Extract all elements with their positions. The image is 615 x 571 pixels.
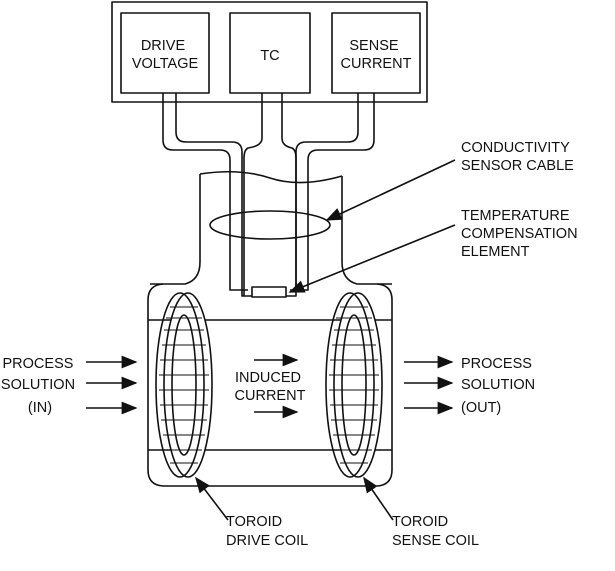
cable-current-loop bbox=[209, 210, 331, 240]
sensor-body bbox=[147, 283, 393, 487]
process-solution-in-label: PROCESS SOLUTION (IN) bbox=[1, 356, 79, 416]
tc-label: TC bbox=[260, 48, 279, 64]
temp-element-pointer bbox=[288, 224, 456, 293]
toroid-drive-coil bbox=[155, 292, 213, 478]
process-solution-out-label: PROCESS SOLUTION (OUT) bbox=[461, 356, 539, 416]
sensor-cable-sheath bbox=[150, 170, 392, 285]
toroid-sense-coil bbox=[325, 292, 383, 478]
drive-coil-pointer bbox=[195, 476, 229, 521]
toroid-drive-coil-label: TOROID DRIVE COIL bbox=[226, 514, 308, 549]
conductivity-sensor-cable-label: CONDUCTIVITY SENSOR CABLE bbox=[461, 140, 574, 174]
cable-pointer bbox=[325, 159, 456, 221]
drive-voltage-box bbox=[120, 12, 210, 94]
temperature-compensation-label: TEMPERATURE COMPENSATION ELEMENT bbox=[461, 208, 582, 260]
sense-current-box bbox=[331, 12, 421, 94]
induced-current-label: INDUCED CURRENT bbox=[235, 370, 306, 404]
sense-coil-pointer bbox=[363, 476, 394, 521]
instrument-housing bbox=[111, 1, 428, 103]
temperature-compensation-element bbox=[251, 286, 287, 298]
drive-voltage-label: DRIVE VOLTAGE bbox=[132, 38, 199, 72]
toroid-sense-coil-label: TOROID SENSE COIL bbox=[392, 514, 479, 549]
tc-box bbox=[229, 12, 311, 94]
sense-current-label: SENSE CURRENT bbox=[341, 38, 412, 72]
sensor-cable-wires bbox=[162, 93, 375, 297]
